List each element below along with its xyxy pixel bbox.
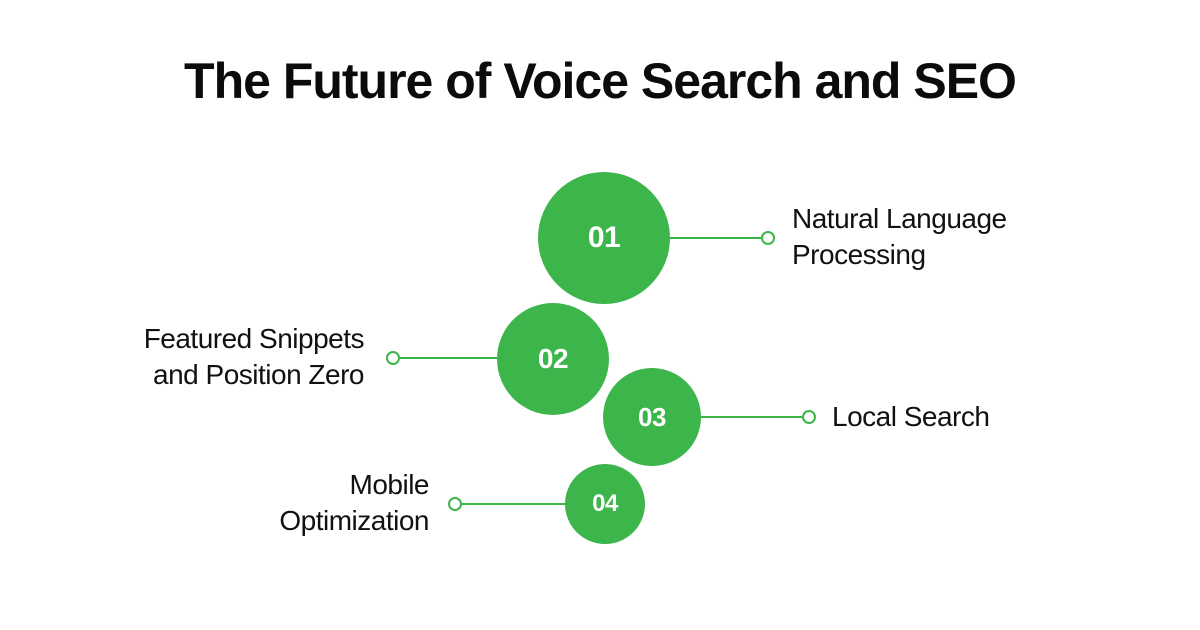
step-label-04-line-1: Mobile (349, 469, 430, 500)
step-label-03-line-1: Local Search (832, 401, 990, 432)
page-title: The Future of Voice Search and SEO (184, 53, 1017, 109)
step-label-01: Natural Language Processing (792, 201, 1007, 273)
connector-line-03 (700, 416, 802, 418)
step-label-03: Local Search (832, 399, 990, 435)
connector-line-02 (400, 357, 500, 359)
connector-node-03 (802, 410, 816, 424)
step-label-02: Featured Snippets and Position Zero (143, 321, 365, 393)
step-number-03: 03 (638, 401, 666, 432)
step-number-01: 01 (587, 221, 621, 254)
step-label-04: Mobile Optimization (279, 467, 429, 539)
step-circle-04: 04 (565, 464, 645, 544)
step-circle-01: 01 (538, 172, 670, 304)
step-label-01-line-1: Natural Language (792, 203, 1007, 234)
step-label-02-line-1: Featured Snippets (143, 323, 365, 354)
step-label-04-line-2: Optimization (279, 505, 429, 536)
connector-line-04 (462, 503, 567, 505)
step-number-04: 04 (592, 490, 618, 517)
step-number-02: 02 (537, 343, 569, 374)
connector-node-04 (448, 497, 462, 511)
step-circle-03: 03 (603, 368, 701, 466)
step-circle-02: 02 (497, 303, 609, 415)
connector-node-02 (386, 351, 400, 365)
step-label-01-line-2: Processing (792, 239, 926, 270)
connector-line-01 (668, 237, 761, 239)
step-label-02-line-2: and Position Zero (153, 359, 364, 390)
connector-node-01 (761, 231, 775, 245)
